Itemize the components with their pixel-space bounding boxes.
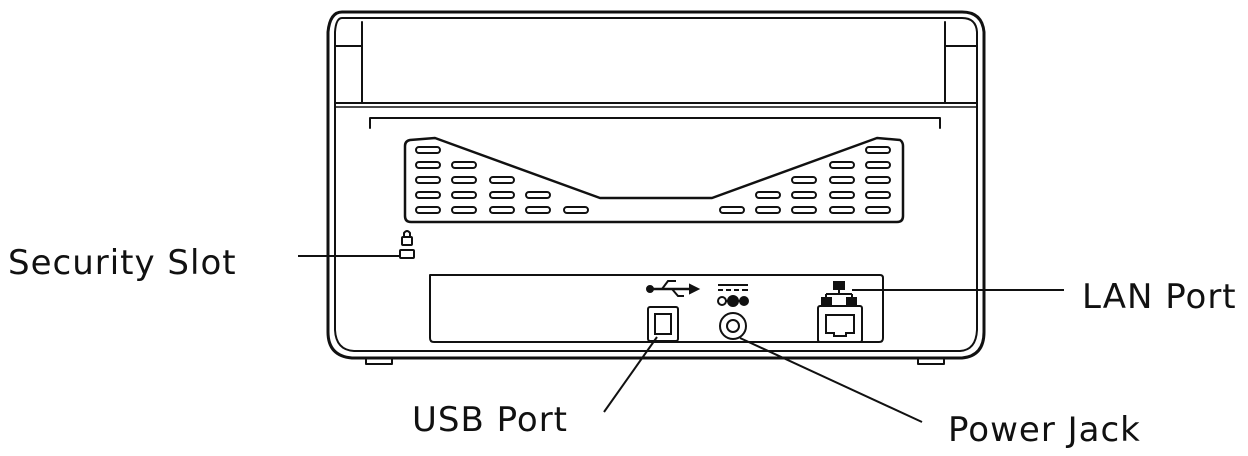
vent-slot xyxy=(791,206,817,214)
lan-port xyxy=(817,281,863,343)
vent-slot xyxy=(489,206,515,214)
vent-slot xyxy=(415,206,441,214)
vent-slot xyxy=(415,191,441,199)
vent-slot xyxy=(451,176,477,184)
security-slot-label: Security Slot xyxy=(8,243,237,283)
rear-io-panel xyxy=(429,274,884,343)
vent-slot xyxy=(829,206,855,214)
lan-port-label: LAN Port xyxy=(1082,277,1237,317)
usb-icon xyxy=(646,280,701,297)
vent-slot xyxy=(451,161,477,169)
dc-polarity-icon xyxy=(717,284,749,307)
usb-port xyxy=(646,280,701,342)
vent-slot xyxy=(489,176,515,184)
vent-slot xyxy=(829,191,855,199)
vent-slot xyxy=(563,206,589,214)
power-jack-leader-line xyxy=(739,337,923,423)
vent-slot xyxy=(719,206,745,214)
vent-slot xyxy=(415,176,441,184)
vent-slot xyxy=(829,176,855,184)
power-jack xyxy=(717,284,749,340)
vent-slot xyxy=(865,146,891,154)
vent-slot xyxy=(865,191,891,199)
vent-slot xyxy=(525,191,551,199)
vent-panel xyxy=(403,136,905,224)
vent-slot xyxy=(791,191,817,199)
vent-slot xyxy=(415,146,441,154)
vent-slot xyxy=(451,206,477,214)
vent-slot xyxy=(525,206,551,214)
vent-slot xyxy=(755,206,781,214)
vent-slot xyxy=(791,176,817,184)
vent-slots xyxy=(415,146,891,214)
vent-slot xyxy=(755,191,781,199)
network-icon xyxy=(821,281,857,306)
usb-port-leader-line xyxy=(603,336,658,413)
power-jack-label: Power Jack xyxy=(948,410,1141,450)
vent-slot xyxy=(829,161,855,169)
vent-slot xyxy=(865,206,891,214)
lock-icon xyxy=(401,230,413,246)
security-slot xyxy=(399,230,415,259)
vent-slot xyxy=(451,191,477,199)
vent-slot xyxy=(415,161,441,169)
vent-slot xyxy=(865,176,891,184)
usb-port-label: USB Port xyxy=(412,400,569,440)
device-body xyxy=(326,10,986,365)
vent-slot xyxy=(865,161,891,169)
vent-slot xyxy=(489,191,515,199)
